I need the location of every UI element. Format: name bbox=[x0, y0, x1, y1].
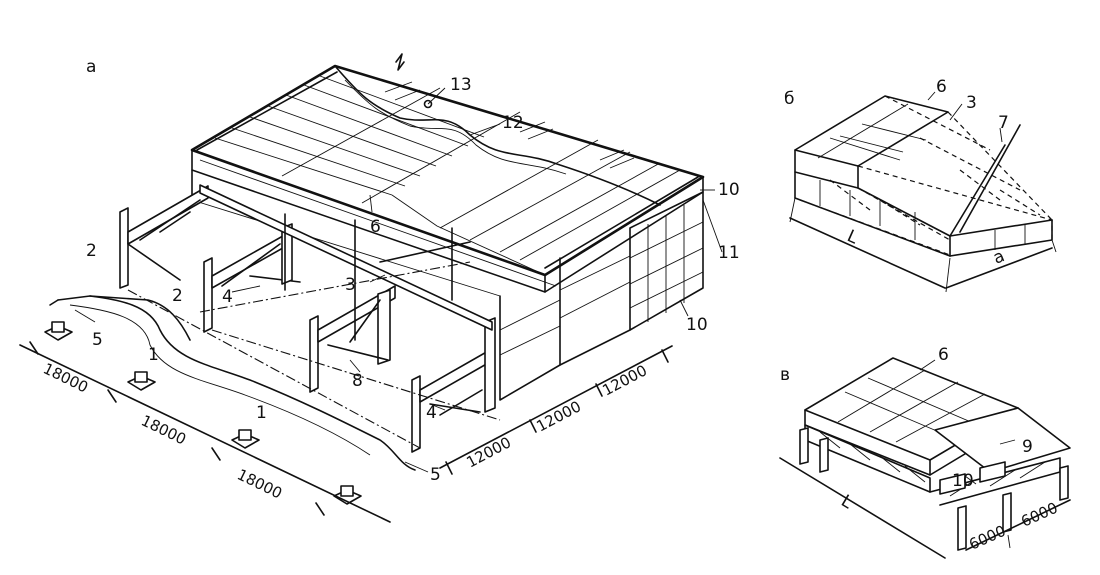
panel-label-b: б bbox=[784, 89, 794, 109]
callout-10-top: 10 bbox=[718, 180, 740, 200]
frame-row-2 bbox=[203, 223, 301, 333]
column-foundations bbox=[44, 321, 362, 505]
frame-row-3 bbox=[309, 285, 396, 393]
span-dimension-line bbox=[19, 341, 391, 523]
panel-label-v: в bbox=[780, 365, 790, 385]
end-wall-panels bbox=[499, 191, 704, 401]
callout-leaders-a bbox=[74, 87, 723, 473]
foundation-beam-5 bbox=[57, 295, 416, 471]
block-columns bbox=[799, 427, 1069, 551]
callout-5-right: 5 bbox=[430, 465, 441, 485]
panel-label-a: а bbox=[86, 57, 96, 77]
callout-6: 6 bbox=[370, 217, 381, 237]
callout-b-7: 7 bbox=[998, 113, 1009, 133]
roof-cutaway-edge bbox=[334, 65, 661, 206]
roof-slab-joints bbox=[199, 75, 681, 287]
callout-v-9: 9 bbox=[1022, 437, 1033, 457]
callout-4-mid: 4 bbox=[222, 287, 233, 307]
callout-12: 12 bbox=[502, 113, 524, 133]
callout-b-3: 3 bbox=[966, 93, 977, 113]
dim-v-pitch-2: 6000 bbox=[1018, 499, 1060, 531]
span-label-3: 18000 bbox=[234, 465, 285, 502]
callout-2-mid: 2 bbox=[172, 286, 183, 306]
dim-b-length: L bbox=[844, 226, 861, 248]
callout-1-top: 1 bbox=[148, 345, 159, 365]
pitch-label-3: 12000 bbox=[599, 361, 650, 399]
pitch-label-2: 12000 bbox=[533, 397, 584, 435]
pitch-dimension-line bbox=[439, 345, 673, 475]
panel-a-building-frame: а 13 12 6 10 11 10 3 2 2 4 8 4 5 5 1 1 1… bbox=[19, 53, 740, 523]
callout-8: 8 bbox=[352, 371, 363, 391]
frame-row-1 bbox=[119, 185, 209, 289]
crane-beam-3 bbox=[199, 184, 493, 331]
span-label-2: 18000 bbox=[138, 411, 189, 448]
callout-b-6: 6 bbox=[936, 77, 947, 97]
callout-11: 11 bbox=[718, 243, 740, 263]
callout-13: 13 bbox=[450, 75, 472, 95]
callout-3: 3 bbox=[345, 275, 356, 295]
dim-b-width: a bbox=[990, 246, 1007, 268]
span-label-1: 18000 bbox=[40, 359, 91, 396]
panel-v-truss-block: в bbox=[779, 345, 1071, 559]
panel-b-spatial-block: б 6 3 7 L bbox=[784, 77, 1057, 293]
callout-2-left: 2 bbox=[86, 241, 97, 261]
callout-4-right: 4 bbox=[426, 403, 437, 423]
callout-5-left: 5 bbox=[92, 330, 103, 350]
callout-10-bottom: 10 bbox=[686, 315, 708, 335]
roof-hatching bbox=[384, 81, 635, 169]
break-mark bbox=[395, 53, 405, 71]
dim-v-pitch-1: 6000 bbox=[966, 522, 1008, 554]
axis-lines bbox=[127, 261, 501, 449]
callout-1-bottom: 1 bbox=[256, 403, 267, 423]
callout-v-10: 10 bbox=[952, 471, 974, 491]
frame-row-4 bbox=[411, 317, 496, 453]
pitch-label-1: 12000 bbox=[463, 433, 514, 471]
callout-v-6: 6 bbox=[938, 345, 949, 365]
truss-members bbox=[804, 424, 1061, 506]
